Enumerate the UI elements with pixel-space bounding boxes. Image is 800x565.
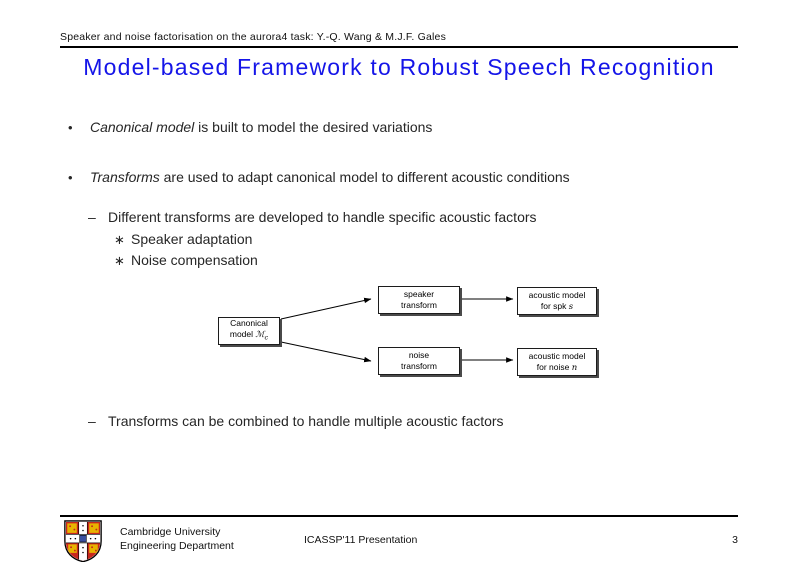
bullet-item-canonical-model: • Canonical model is built to model the d… xyxy=(68,117,432,138)
footer-rule xyxy=(60,515,738,517)
acoustic-model-spk-box: acoustic model for spk s xyxy=(517,287,597,315)
sub-bullet-combined-transforms: –Transforms can be combined to handle mu… xyxy=(88,411,504,431)
cambridge-crest-logo xyxy=(64,520,102,562)
speaker-transform-box: speaker transform xyxy=(378,286,460,314)
page-title: Model-based Framework to Robust Speech R… xyxy=(83,54,715,80)
crest-book xyxy=(79,534,87,543)
speaker-variable: s xyxy=(568,301,574,312)
noise-transform-box: noise transform xyxy=(378,347,460,375)
dash-bullet-icon: – xyxy=(88,413,96,429)
bullet-item-text: is built to model the desired variations xyxy=(194,119,433,135)
star-bullet-icon: ∗ xyxy=(114,253,125,268)
footer-org-line2: Engineering Department xyxy=(120,539,234,552)
arrow-canonical-to-speaker xyxy=(280,297,372,320)
sub-sub-bullet-text: Speaker adaptation xyxy=(131,231,253,247)
header-rule xyxy=(60,46,738,48)
noise-variable: n xyxy=(571,362,578,373)
speaker-transform-label-line2: transform xyxy=(401,300,437,310)
bullet-icon: • xyxy=(68,170,73,185)
canonical-model-subscript: c xyxy=(264,333,269,342)
sub-sub-bullet-speaker-adaptation: ∗ Speaker adaptation xyxy=(114,229,252,250)
dash-bullet-icon: – xyxy=(88,209,96,225)
footer-organization: Cambridge University Engineering Departm… xyxy=(120,526,234,553)
bullet-item-emphasis: Transforms xyxy=(90,169,160,185)
acoustic-model-noise-box: acoustic model for noise n xyxy=(517,348,597,376)
sub-bullet-specific-factors: –Different transforms are developed to h… xyxy=(88,207,537,227)
speaker-transform-label-line1: speaker xyxy=(403,289,435,299)
footer-presentation-title: ICASSP'11 Presentation xyxy=(304,534,418,546)
acoustic-model-noise-line2: for noise n xyxy=(536,361,578,373)
bullet-icon: • xyxy=(68,120,73,135)
sub-bullet-text: Different transforms are developed to ha… xyxy=(108,209,537,225)
arrow-canonical-to-noise xyxy=(280,341,372,363)
bullet-item-text: are used to adapt canonical model to dif… xyxy=(159,169,570,185)
canonical-model-label-line2: model ℳc xyxy=(229,329,269,342)
page-number: 3 xyxy=(732,534,738,546)
bullet-item-emphasis: Canonical model xyxy=(90,119,195,135)
footer-org-line1: Cambridge University xyxy=(120,526,221,538)
sub-bullet-text: Transforms can be combined to handle mul… xyxy=(108,413,504,429)
star-bullet-icon: ∗ xyxy=(114,232,125,247)
slide-header-text: Speaker and noise factorisation on the a… xyxy=(60,31,447,43)
noise-transform-label-line1: noise xyxy=(408,350,430,360)
canonical-model-box: Canonical model ℳc xyxy=(218,317,280,345)
canonical-model-symbol: ℳ xyxy=(255,330,265,341)
sub-sub-bullet-text: Noise compensation xyxy=(131,252,258,268)
acoustic-model-noise-line1: acoustic model xyxy=(528,350,586,361)
bullet-item-transforms: • Transforms are used to adapt canonical … xyxy=(68,167,570,188)
acoustic-model-spk-line1: acoustic model xyxy=(528,289,586,300)
sub-sub-bullet-noise-compensation: ∗ Noise compensation xyxy=(114,250,258,271)
noise-transform-label-line2: transform xyxy=(401,361,437,371)
canonical-model-label-line1: Canonical xyxy=(230,318,268,329)
acoustic-model-spk-line2: for spk s xyxy=(540,300,574,312)
